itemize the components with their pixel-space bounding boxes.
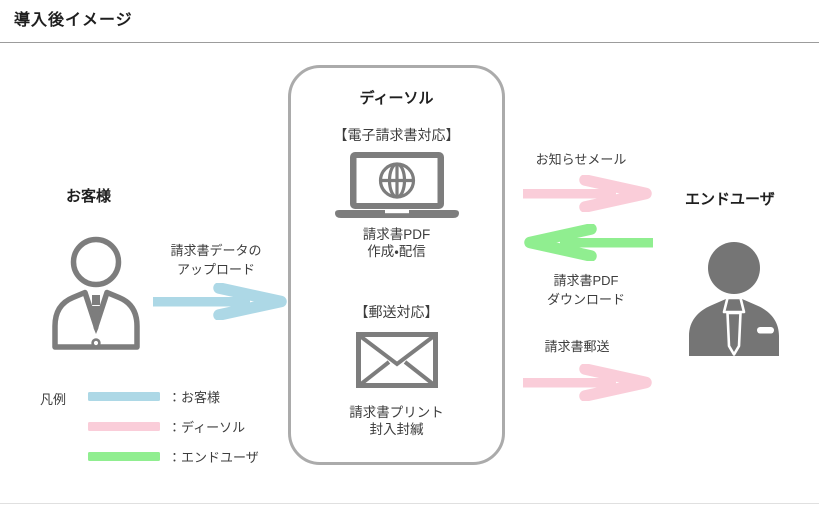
postal-caption-line2: 封入封緘 (369, 422, 424, 437)
service-box-title: ディーソル (359, 90, 434, 107)
legend-item-enduser: ：エンドユーザ (88, 448, 259, 465)
title-separator (0, 42, 819, 43)
legend-label-customer: ：お客様 (168, 390, 221, 405)
notify-arrow-right-icon (523, 175, 652, 212)
upload-arrow-right-icon (153, 283, 287, 320)
legend-swatch-customer (88, 392, 160, 401)
legend-swatch-enduser (88, 452, 160, 461)
postal-heading: 【郵送対応】 (354, 304, 439, 320)
legend-item-dsol: ：ディーソル (88, 418, 245, 435)
legend-item-customer: ：お客様 (88, 388, 220, 405)
post-arrow-right-icon (523, 364, 652, 401)
electronic-invoice-caption-line1: 請求書PDF (362, 227, 431, 242)
postal-caption-line1: 請求書プリント (349, 405, 444, 420)
download-flow-label: 請求書PDF ダウンロード (521, 271, 651, 309)
laptop-globe-icon (335, 152, 459, 218)
postal-caption: 請求書プリント 封入封緘 (291, 404, 502, 438)
upload-flow-label-line1: 請求書データの (170, 243, 262, 258)
person-outline-icon (52, 236, 140, 350)
legend-swatch-dsol (88, 422, 160, 431)
legend-title: 凡例 (40, 392, 67, 407)
electronic-invoice-caption-line2: 作成・配信 (367, 244, 426, 259)
notify-flow-label: お知らせメール (535, 152, 627, 167)
upload-flow-label-line2: アップロード (176, 262, 255, 277)
customer-label: お客様 (66, 188, 112, 205)
electronic-invoice-heading: 【電子請求書対応】 (333, 127, 460, 143)
download-flow-label-line1: 請求書PDF (553, 273, 619, 288)
envelope-icon (356, 332, 438, 388)
download-arrow-left-icon (524, 224, 653, 261)
end-user-label: エンドユーザ (685, 191, 775, 208)
bottom-separator (0, 503, 819, 504)
page-title: 導入後イメージ (14, 12, 133, 29)
upload-flow-label: 請求書データの アップロード (148, 241, 284, 279)
legend-label-enduser: ：エンドユーザ (168, 450, 259, 465)
download-flow-label-line2: ダウンロード (546, 292, 625, 307)
service-box: ディーソル 【電子請求書対応】 請求書PDF 作成・配信 【郵送対応】 (288, 65, 505, 465)
electronic-invoice-caption: 請求書PDF 作成・配信 (291, 226, 502, 260)
person-filled-icon (689, 242, 779, 356)
post-flow-label: 請求書郵送 (544, 339, 610, 354)
legend-label-dsol: ：ディーソル (168, 420, 246, 435)
